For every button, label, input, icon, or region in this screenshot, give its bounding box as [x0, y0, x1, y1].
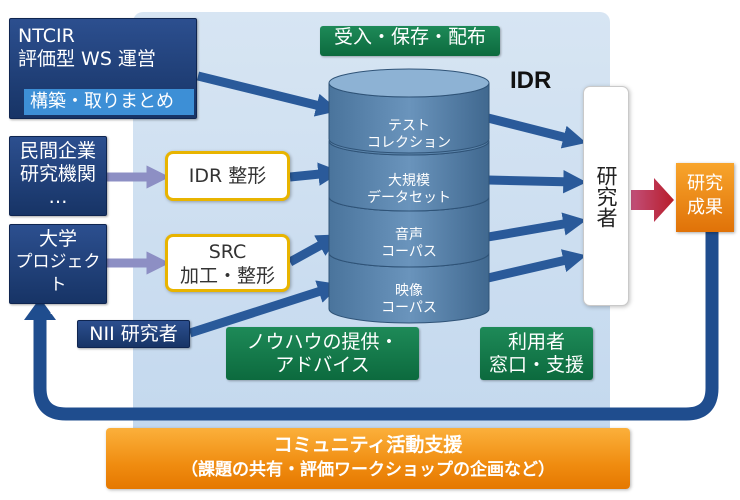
- result-line2: 成果: [687, 197, 723, 218]
- user-support-line1: 利用者: [507, 331, 565, 353]
- private-line2: 研究機関: [19, 163, 96, 185]
- result-line1: 研究: [687, 173, 723, 194]
- private-sector-box: 民間企業 研究機関 …: [9, 136, 107, 216]
- db-label-speech-line1: 音声: [395, 227, 423, 243]
- private-line3: …: [48, 186, 68, 208]
- nii-researcher-label: NII 研究者: [89, 323, 178, 345]
- ntcir-line2: 評価型 WS 運営: [18, 48, 156, 70]
- arrow-db-large-to-researcher: [487, 170, 587, 194]
- private-line1: 民間企業: [19, 140, 96, 162]
- user-support-line2: 窓口・支援: [488, 354, 584, 376]
- db-label-large-line1: 大規模: [388, 173, 430, 189]
- db-label-speech-corpus: 音声 コーパス: [329, 227, 489, 261]
- feedback-loop-arrow: [33, 228, 719, 421]
- idr-database-cylinder: [328, 68, 490, 324]
- ntcir-sub-label: 構築・取りまとめ: [30, 91, 174, 112]
- community-line2: （課題の共有・評価ワークショップの企画など）: [181, 460, 555, 480]
- community-line1: コミュニティ活動支援: [273, 434, 463, 456]
- community-support-banner: コミュニティ活動支援 （課題の共有・評価ワークショップの企画など）: [106, 428, 630, 489]
- research-result-box: 研究 成果: [676, 163, 734, 232]
- user-support-box: 利用者 窓口・支援: [480, 327, 593, 380]
- db-label-speech-line2: コーパス: [381, 244, 437, 260]
- db-disk-top-test-collection: [328, 68, 490, 98]
- ntcir-box: NTCIR 評価型 WS 運営 構築・取りまとめ: [9, 18, 197, 119]
- university-line1: 大学: [38, 228, 77, 250]
- arrow-ntcir-to-db: [196, 71, 340, 117]
- know-how-line1: ノウハウの提供・: [246, 331, 399, 353]
- arrow-nii-to-db: [188, 280, 342, 338]
- db-label-test-line1: テスト: [388, 118, 430, 134]
- university-box: 大学 プロジェクト …: [9, 224, 107, 319]
- idr-title: IDR: [510, 67, 552, 94]
- know-how-box: ノウハウの提供・ アドバイス: [226, 327, 419, 380]
- know-how-line2: アドバイス: [275, 354, 370, 376]
- arrow-db-video-to-researcher: [486, 249, 587, 283]
- nii-researcher-box: NII 研究者: [77, 320, 190, 348]
- idr-formatting-box: IDR 整形: [165, 151, 290, 201]
- src-processing-box: SRC 加工・整形: [165, 234, 290, 292]
- university-line3: …: [48, 297, 68, 319]
- src-line1: SRC: [208, 241, 247, 263]
- accept-store-distribute-banner: 受入・保存・配布: [320, 26, 500, 56]
- src-line2: 加工・整形: [179, 265, 275, 287]
- arrow-src-to-db: [287, 234, 341, 266]
- feedback-arrowhead-icon: [24, 298, 56, 320]
- db-label-large-line2: データセット: [367, 190, 451, 206]
- arrow-idr-to-db: [289, 162, 342, 186]
- database-labels: テスト コレクション 大規模 データセット 音声 コーパス 映像 コーパス: [329, 0, 489, 500]
- researcher-box: 研究者: [583, 86, 629, 306]
- db-label-video-line2: コーパス: [381, 300, 437, 316]
- db-label-test-collection: テスト コレクション: [329, 118, 489, 152]
- researcher-label: 研究者: [594, 164, 618, 228]
- arrow-db-speech-to-researcher: [487, 212, 587, 242]
- db-label-video-line1: 映像: [395, 283, 423, 299]
- db-label-video-corpus: 映像 コーパス: [329, 283, 489, 317]
- arrow-researcher-to-result-icon: [631, 178, 674, 222]
- ntcir-sub-box: 構築・取りまとめ: [24, 89, 194, 115]
- ntcir-line1: NTCIR: [18, 25, 75, 47]
- idr-formatting-label: IDR 整形: [188, 165, 267, 187]
- arrow-db-test-to-researcher: [486, 113, 587, 149]
- banner-label: 受入・保存・配布: [333, 26, 486, 48]
- db-label-test-line2: コレクション: [367, 135, 451, 151]
- university-line2: プロジェクト: [15, 252, 101, 295]
- db-label-large-dataset: 大規模 データセット: [329, 173, 489, 207]
